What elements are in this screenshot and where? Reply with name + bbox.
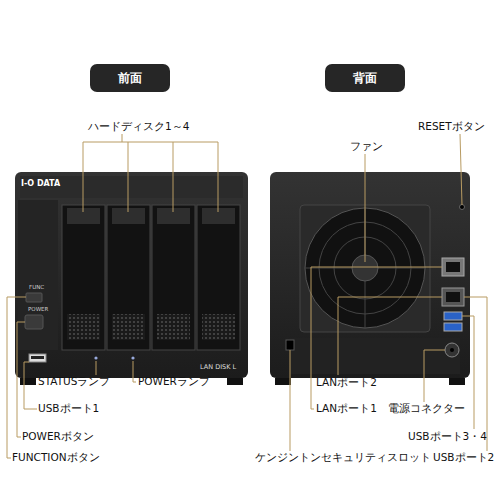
foot xyxy=(275,378,291,385)
leader-line xyxy=(365,154,366,262)
leader-line xyxy=(424,350,445,402)
callout-label: LANポート1 xyxy=(316,403,377,414)
usb-port xyxy=(29,354,46,362)
front-unit xyxy=(15,172,248,385)
callout-label: LANポート2 xyxy=(316,377,377,388)
power-button xyxy=(25,315,43,329)
function-button xyxy=(26,293,42,302)
heading-pill: 背面 xyxy=(325,64,405,92)
drive-bay xyxy=(197,205,240,350)
leader-line xyxy=(122,134,123,142)
model-name: LAN DISK L xyxy=(200,364,236,371)
button-marking: FUNC xyxy=(29,285,44,291)
power-lamp xyxy=(131,356,134,359)
leader-lines xyxy=(7,134,487,458)
leader-line xyxy=(173,142,174,212)
drive-bay xyxy=(152,205,195,350)
foot xyxy=(20,378,36,385)
callout-label: ハードディスク1～4 xyxy=(88,121,189,132)
dc-jack xyxy=(445,343,459,357)
leader-line xyxy=(96,361,97,375)
drive-bay xyxy=(62,205,105,350)
bay-mesh xyxy=(67,314,100,340)
callout-label: POWERボタン xyxy=(22,431,94,442)
top-panel xyxy=(20,176,243,198)
leader-line xyxy=(128,142,129,212)
back-plate xyxy=(290,338,460,374)
callout-label: FUNCTIONボタン xyxy=(12,452,100,463)
back-unit xyxy=(270,172,470,385)
usb-port-tongue xyxy=(31,356,44,359)
bay-mesh xyxy=(112,314,145,340)
brand-logo: I-O DATA xyxy=(21,180,60,188)
chassis xyxy=(270,172,470,378)
button-marking: POWER xyxy=(28,307,48,313)
callout-label: USBポート3・4 xyxy=(408,431,487,442)
callout-label: ファン xyxy=(350,141,383,152)
foot xyxy=(227,378,243,385)
leader-line xyxy=(17,322,25,437)
lan-port xyxy=(442,258,464,276)
dc-jack-pin xyxy=(450,348,454,352)
leader-line xyxy=(464,297,487,451)
drive-bay xyxy=(107,205,150,350)
status-lamp xyxy=(94,356,97,359)
leader-line xyxy=(133,361,136,382)
callout-label: 電源コネクター xyxy=(388,403,465,414)
heading-text: 背面 xyxy=(353,70,377,87)
reset-hole xyxy=(460,205,465,210)
callout-label: USBポート2 xyxy=(433,452,494,463)
leader-line xyxy=(460,134,462,205)
lan-port-hole xyxy=(446,262,460,272)
drive-bays xyxy=(62,205,240,350)
usb-port xyxy=(444,323,462,331)
callout-label: RESETボタン xyxy=(418,121,485,132)
callout-label: ケンジントンセキュリティスロット xyxy=(255,452,431,463)
leader-line xyxy=(83,142,218,212)
lan-port-hole xyxy=(446,292,460,302)
leader-line xyxy=(290,350,291,451)
leader-line xyxy=(24,362,37,409)
leader-line xyxy=(338,297,442,375)
foot xyxy=(449,378,465,385)
bay-mesh xyxy=(202,314,235,340)
side-panel xyxy=(18,200,58,350)
kensington-slot xyxy=(286,340,294,350)
usb-port xyxy=(444,312,462,320)
lan-port xyxy=(442,288,464,306)
callout-label: USBポート1 xyxy=(38,403,99,414)
callout-label: STATUSランプ xyxy=(38,376,110,387)
bay-mesh xyxy=(157,314,190,340)
heading-text: 前面 xyxy=(118,70,142,87)
chassis xyxy=(15,172,248,378)
callout-label: POWERランプ xyxy=(138,376,210,387)
heading-pill: 前面 xyxy=(90,64,170,92)
leader-line xyxy=(311,267,442,409)
